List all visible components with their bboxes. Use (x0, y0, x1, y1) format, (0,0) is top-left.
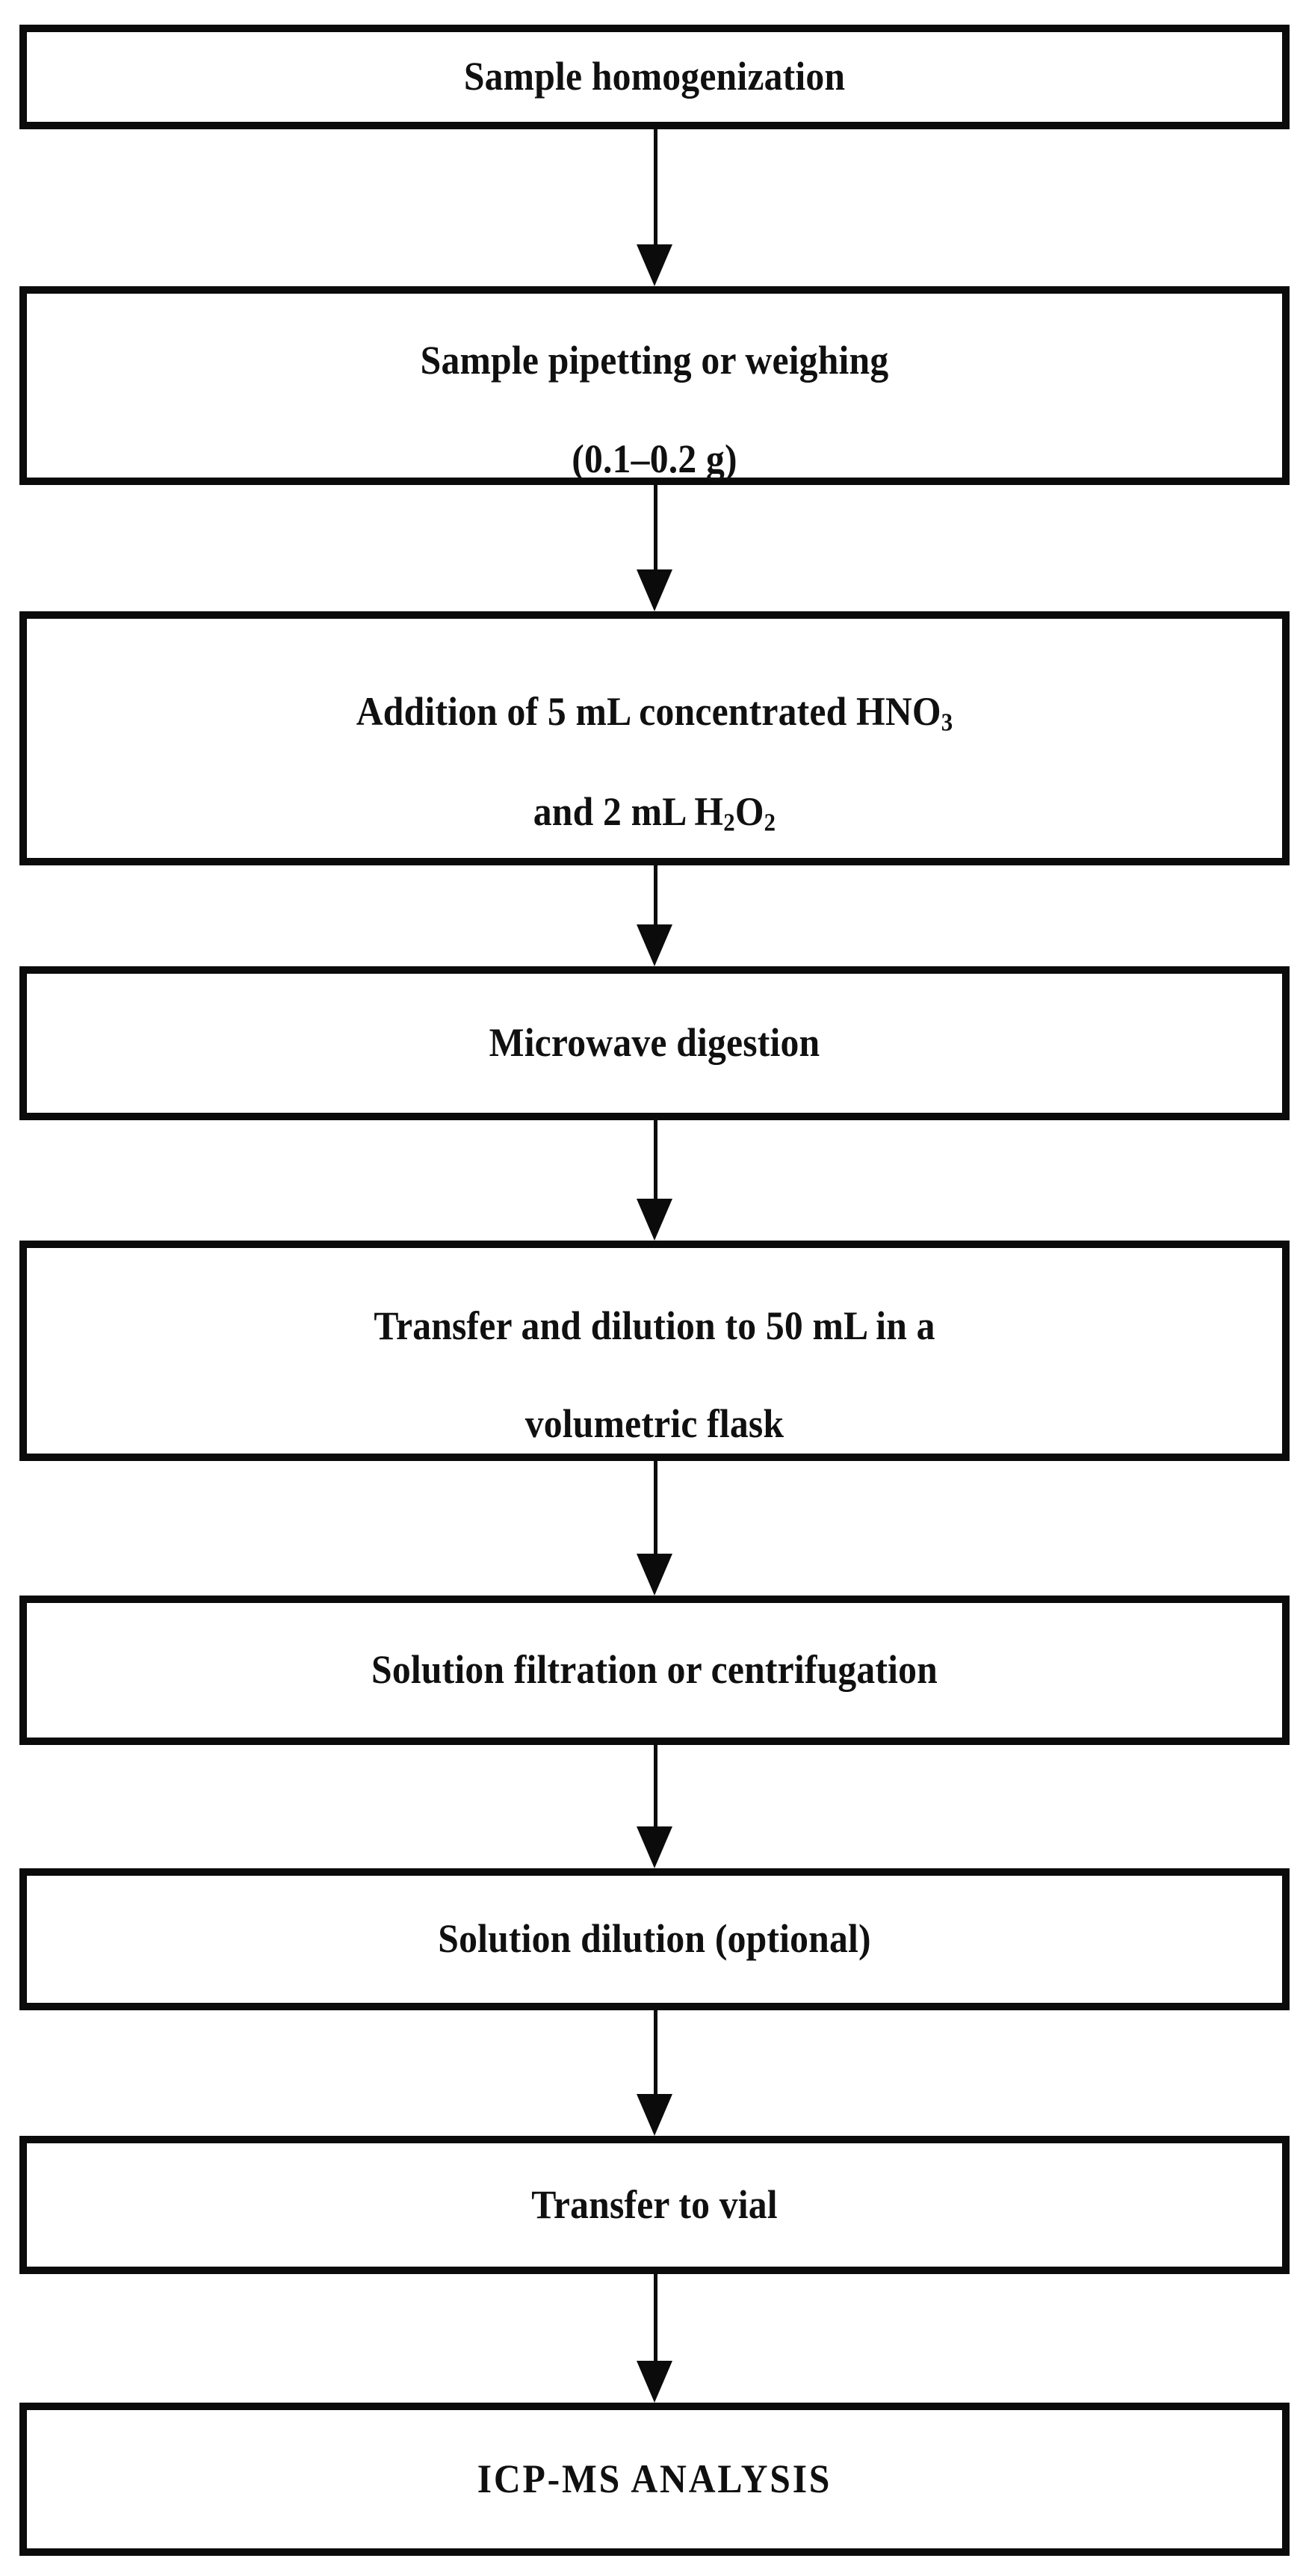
flow-node-line-1: Addition of 5 mL concentrated HNO (356, 688, 941, 734)
flow-arrow-7 (632, 2010, 677, 2136)
arrow-stem (654, 129, 657, 247)
flow-node-solution-dilution[interactable]: Solution dilution (optional) (19, 1868, 1290, 2010)
flow-node-line-2: (0.1–0.2 g) (572, 436, 737, 481)
arrow-stem (654, 1120, 657, 1202)
flow-node-label: Solution filtration or centrifugation (371, 1647, 938, 1693)
arrow-head-icon (637, 1554, 672, 1596)
arrow-stem (654, 1461, 657, 1557)
flow-arrow-6 (632, 1745, 677, 1868)
flow-node-acid-addition[interactable]: Addition of 5 mL concentrated HNO3 and 2… (19, 611, 1290, 865)
flow-node-line-2: and 2 mL H (533, 788, 724, 834)
arrow-stem (654, 2274, 657, 2364)
flow-node-line-2b: O (734, 788, 764, 834)
flow-node-label: Microwave digestion (489, 1020, 820, 1066)
arrow-stem (654, 2010, 657, 2097)
flow-arrow-5 (632, 1461, 677, 1596)
flow-node-sample-pipetting-or-weighing[interactable]: Sample pipetting or weighing (0.1–0.2 g) (19, 286, 1290, 485)
flow-node-sample-homogenization[interactable]: Sample homogenization (19, 25, 1290, 129)
flow-arrow-8 (632, 2274, 677, 2403)
subscript-2b: 2 (764, 809, 776, 837)
flow-node-transfer-and-dilution[interactable]: Transfer and dilution to 50 mL in a volu… (19, 1241, 1290, 1461)
arrow-stem (654, 1745, 657, 1829)
arrow-head-icon (637, 2361, 672, 2403)
flow-node-line-1: Transfer and dilution to 50 mL in a (374, 1303, 935, 1348)
flow-arrow-3 (632, 865, 677, 966)
flow-node-line-2: volumetric flask (524, 1401, 784, 1447)
arrow-stem (654, 865, 657, 927)
flow-node-solution-filtration[interactable]: Solution filtration or centrifugation (19, 1596, 1290, 1745)
flow-node-label: Transfer and dilution to 50 mL in a volu… (77, 1253, 1232, 1450)
arrow-head-icon (637, 2094, 672, 2136)
arrow-head-icon (637, 924, 672, 966)
flow-node-label: Sample pipetting or weighing (0.1–0.2 g) (77, 287, 1232, 484)
flow-node-microwave-digestion[interactable]: Microwave digestion (19, 966, 1290, 1120)
flow-arrow-1 (632, 129, 677, 286)
subscript-3: 3 (941, 708, 953, 737)
arrow-head-icon (637, 1199, 672, 1241)
flow-node-label: ICP-MS ANALYSIS (477, 2456, 832, 2501)
arrow-head-icon (637, 569, 672, 611)
flow-node-label: Sample homogenization (463, 54, 846, 99)
flow-node-line-1: Sample pipetting or weighing (420, 338, 889, 383)
arrow-head-icon (637, 1826, 672, 1868)
flow-node-icp-ms-analysis[interactable]: ICP-MS ANALYSIS (19, 2403, 1290, 2556)
arrow-head-icon (637, 244, 672, 286)
arrow-stem (654, 485, 657, 572)
flow-node-label: Transfer to vial (531, 2181, 778, 2227)
flow-node-label: Solution dilution (optional) (438, 1916, 871, 1962)
flow-node-transfer-to-vial[interactable]: Transfer to vial (19, 2136, 1290, 2274)
flow-arrow-4 (632, 1120, 677, 1241)
subscript-2: 2 (723, 809, 735, 837)
flowchart-canvas: Sample homogenization Sample pipetting o… (19, 0, 1290, 2576)
flow-node-label: Addition of 5 mL concentrated HNO3 and 2… (77, 638, 1232, 838)
flow-arrow-2 (632, 485, 677, 611)
